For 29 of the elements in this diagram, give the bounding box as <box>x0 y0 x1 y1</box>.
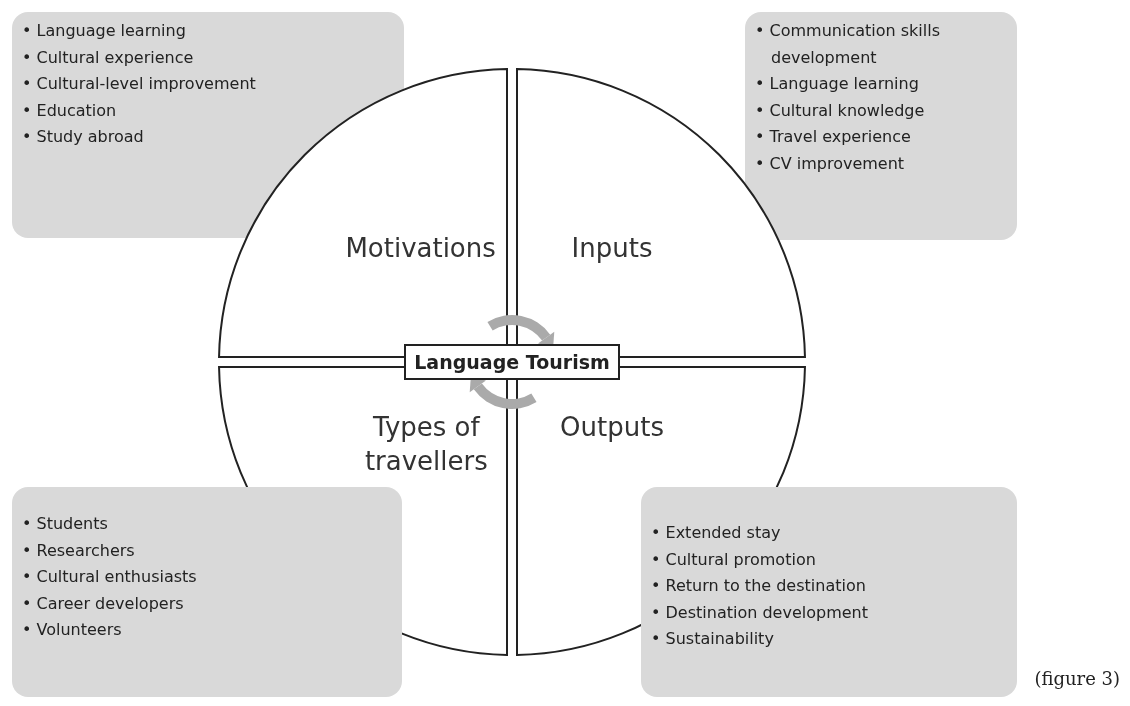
list-item: • Students <box>22 513 109 535</box>
list-item: • Travel experience <box>755 126 912 148</box>
list-card <box>745 12 1017 240</box>
list-item: • Cultural knowledge <box>755 99 926 122</box>
quadrant-label: Motivations <box>344 231 497 265</box>
list-item: • Extended stay <box>651 522 782 544</box>
list-item: • Education <box>22 99 118 122</box>
list-item: • CV improvement <box>755 152 906 175</box>
quadrant-label: Types of travellers <box>363 411 489 479</box>
list-item: • Communication skills development <box>755 20 941 69</box>
list-item: • Cultural promotion <box>651 548 817 571</box>
quadrant-label: Inputs <box>570 231 654 265</box>
quadrant-label: Outputs <box>559 411 665 445</box>
list-item: • Volunteers <box>22 619 123 641</box>
list-card <box>12 487 402 697</box>
list-card <box>641 487 1017 697</box>
list-item: • Career developers <box>22 592 185 615</box>
list-item: • Cultural enthusiasts <box>22 566 198 588</box>
list-item: • Destination development <box>651 601 869 624</box>
list-item: • Return to the destination <box>651 575 867 597</box>
central-label-box: Language Tourism <box>404 344 620 380</box>
list-item: • Language learning <box>22 20 187 42</box>
list-item: • Cultural-level improvement <box>22 73 257 95</box>
list-item: • Cultural experience <box>22 46 195 69</box>
list-item: • Researchers <box>22 539 136 562</box>
list-item: • Sustainability <box>651 628 775 650</box>
list-item: • Language learning <box>755 73 920 95</box>
figure-caption: (figure 3) <box>1034 668 1120 689</box>
list-item: • Study abroad <box>22 126 145 148</box>
